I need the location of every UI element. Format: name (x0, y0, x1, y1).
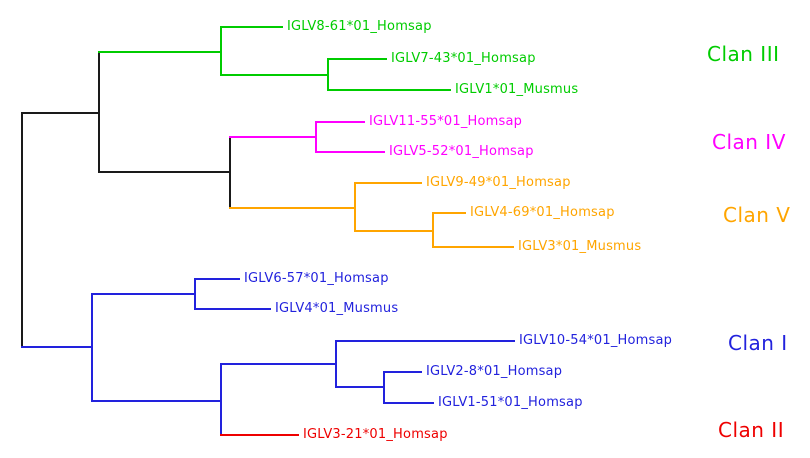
branch-segment (194, 279, 196, 310)
branch-segment (220, 26, 283, 28)
branch-segment (98, 51, 222, 53)
branch-segment (327, 89, 451, 91)
branch-segment (335, 341, 337, 388)
clan-label-v: Clan V (723, 203, 791, 227)
taxon-label-iglv4-musmus: IGLV4*01_Musmus (275, 300, 399, 316)
branch-segment (220, 364, 222, 436)
branch-segment (383, 402, 434, 404)
branch-segment (229, 137, 231, 209)
taxon-label-iglv1-musmus: IGLV1*01_Musmus (455, 81, 579, 97)
taxon-label-iglv8-61: IGLV8-61*01_Homsap (287, 18, 432, 34)
branch-segment (91, 400, 222, 402)
branch-segment (432, 213, 434, 248)
taxon-label-iglv9-49: IGLV9-49*01_Homsap (426, 174, 571, 190)
branch-segment (354, 183, 356, 232)
clan-label-iv: Clan IV (712, 130, 786, 154)
taxon-label-iglv3-21: IGLV3-21*01_Homsap (303, 426, 448, 442)
taxon-label-iglv2-8: IGLV2-8*01_Homsap (426, 363, 563, 379)
taxon-label-iglv6-57: IGLV6-57*01_Homsap (244, 270, 389, 286)
branch-segment (220, 363, 337, 365)
branch-segment (91, 294, 93, 402)
branch-segment (194, 308, 271, 310)
branch-segment (98, 52, 100, 173)
branch-segment (354, 230, 434, 232)
branch-segment (21, 346, 93, 348)
branch-segment (220, 74, 329, 76)
branch-segment (335, 340, 515, 342)
taxon-label-iglv5-52: IGLV5-52*01_Homsap (389, 143, 534, 159)
taxon-label-iglv10-54: IGLV10-54*01_Homsap (519, 332, 673, 348)
branch-segment (383, 372, 385, 404)
branch-segment (383, 371, 422, 373)
branch-root-vertical (21, 113, 23, 348)
branch-segment (98, 171, 231, 173)
branch-segment (327, 58, 387, 60)
branch-segment (315, 151, 385, 153)
branch-segment (229, 136, 317, 138)
clan-label-i: Clan I (728, 331, 788, 355)
branch-segment (432, 246, 514, 248)
taxon-label-iglv1-51: IGLV1-51*01_Homsap (438, 394, 583, 410)
taxon-label-iglv4-69: IGLV4-69*01_Homsap (470, 204, 615, 220)
branch-segment (194, 278, 240, 280)
taxon-label-iglv7-43: IGLV7-43*01_Homsap (391, 50, 536, 66)
branch-segment (220, 434, 299, 436)
branch-segment (315, 121, 365, 123)
branch-segment (91, 293, 196, 295)
branch-segment (220, 27, 222, 76)
branch-segment (327, 59, 329, 91)
branch-segment (432, 212, 466, 214)
taxon-label-iglv3-musmus: IGLV3*01_Musmus (518, 238, 642, 254)
branch-segment (21, 112, 100, 114)
clan-label-iii: Clan III (707, 42, 780, 66)
taxon-label-iglv11-55: IGLV11-55*01_Homsap (369, 113, 523, 129)
branch-segment (335, 386, 385, 388)
branch-segment (354, 182, 422, 184)
clan-label-ii: Clan II (718, 418, 785, 442)
branch-segment (315, 122, 317, 153)
branch-segment (229, 207, 356, 209)
